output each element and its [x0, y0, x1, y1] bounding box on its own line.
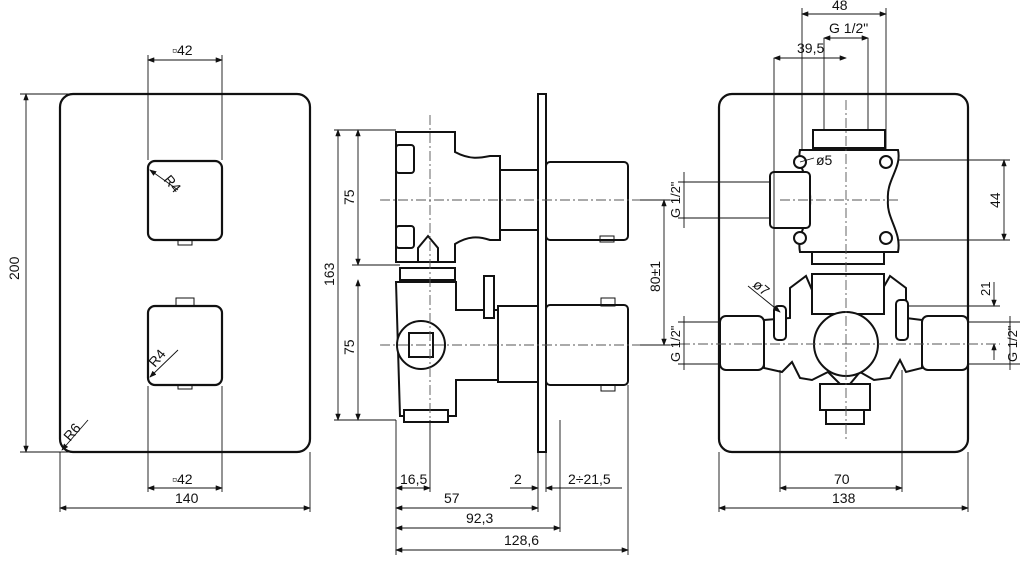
top-knob: [146, 159, 224, 242]
dia7-label: ø7: [750, 276, 773, 299]
cover-plate: [58, 92, 312, 454]
upper-valve-body: [395, 131, 501, 263]
dim-57-label: 57: [444, 490, 460, 506]
height-200-label: 200: [6, 256, 22, 280]
dim-16-5-label: 16,5: [400, 471, 427, 487]
side-view: 163 75 75 80±1 16,5 2 2÷21,5 57 92,3 128…: [321, 93, 680, 555]
lower-75-label: 75: [341, 339, 357, 355]
bottom-knob: [146, 304, 224, 387]
dia5-label: ø5: [816, 152, 833, 168]
dim-39-5-label: 39,5: [797, 40, 824, 56]
g-left-upper-label: G 1/2": [668, 181, 683, 218]
rear-inlet-left: [719, 315, 765, 371]
dim-48-label: 48: [832, 0, 848, 13]
rear-plate: [717, 92, 970, 454]
g-left-lower-label: G 1/2": [668, 325, 683, 362]
dim-138-label: 138: [832, 490, 856, 506]
square-42-top-label: ▫42: [172, 42, 193, 58]
g-top-label: G 1/2": [829, 20, 868, 36]
dim-21-label: 21: [978, 282, 993, 296]
height-163-label: 163: [321, 262, 337, 286]
width-140-label: 140: [175, 490, 199, 506]
front-view: ▫42 ▫42 200 140 R4 R4 R6: [6, 42, 312, 512]
dim-70-label: 70: [834, 471, 850, 487]
rear-inlet-right: [921, 315, 969, 371]
dim-92-3-label: 92,3: [466, 510, 493, 526]
radius-plate-label: R6: [60, 420, 84, 444]
upper-75-label: 75: [341, 189, 357, 205]
side-wall-plate: [537, 93, 547, 453]
dim-2-label: 2: [514, 471, 522, 487]
dim-44-label: 44: [987, 192, 1003, 208]
radius-top-label: R4: [161, 172, 185, 196]
square-42-bottom-label: ▫42: [172, 471, 193, 487]
g-right-lower-label: G 1/2": [1005, 325, 1020, 362]
dim-128-6-label: 128,6: [504, 532, 539, 548]
offset-80-label: 80±1: [647, 261, 663, 292]
rear-view: 48 G 1/2" 39,5 G 1/2" G 1/2" 44 21 G 1/2…: [668, 0, 1020, 512]
dim-2-21-5-label: 2÷21,5: [568, 471, 611, 487]
